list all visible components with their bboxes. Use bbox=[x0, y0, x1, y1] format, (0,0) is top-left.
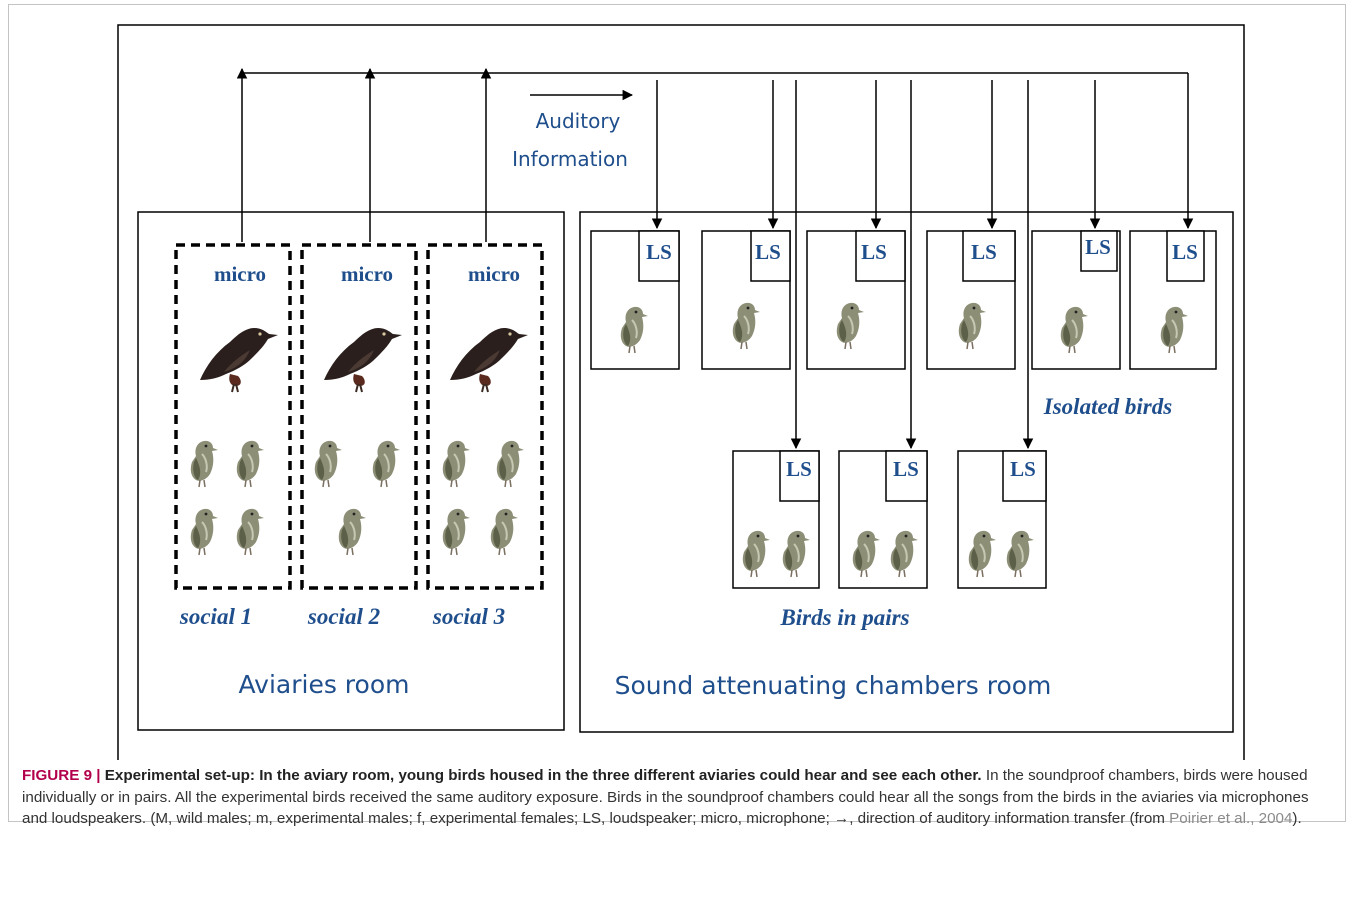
young-starling-icon bbox=[189, 507, 219, 556]
caption-body: In the soundproof chambers, birds were h… bbox=[22, 767, 1309, 827]
figure-number: FIGURE 9 | bbox=[22, 767, 101, 784]
loudspeaker-label: LS bbox=[1010, 457, 1036, 481]
loudspeaker-label: LS bbox=[893, 457, 919, 481]
loudspeaker-box bbox=[1166, 230, 1205, 282]
isolated-birds-label: Isolated birds bbox=[1043, 394, 1172, 419]
aviaries-room bbox=[137, 211, 565, 731]
young-starling-icon bbox=[489, 507, 519, 556]
reference-link[interactable]: Poirier et al., 2004 bbox=[1169, 810, 1293, 827]
young-starling-icon bbox=[313, 439, 343, 488]
aviaries-room-label: Aviaries room bbox=[239, 670, 410, 699]
young-starling-icon bbox=[441, 507, 471, 556]
loudspeaker-box bbox=[638, 230, 680, 282]
caption-title: Experimental set-up: In the aviary room,… bbox=[104, 767, 982, 784]
loudspeaker-label: LS bbox=[861, 240, 887, 264]
social-1-label: social 1 bbox=[179, 604, 252, 629]
micro-label-3: micro bbox=[468, 262, 520, 286]
chambers-room bbox=[579, 211, 1234, 733]
experimental-setup-diagram: Auditory Information micro micro micro s… bbox=[117, 24, 1245, 760]
loudspeaker-box bbox=[855, 230, 906, 282]
young-starling-icon bbox=[441, 439, 471, 488]
micro-label-2: micro bbox=[341, 262, 393, 286]
dark-starling-icon bbox=[323, 327, 403, 393]
young-starling-icon bbox=[371, 439, 401, 488]
aviary-cage-3 bbox=[426, 243, 544, 590]
caption-closing: ). bbox=[1292, 810, 1302, 827]
social-2-label: social 2 bbox=[307, 604, 380, 629]
young-starling-icon bbox=[235, 439, 265, 488]
loudspeaker-box bbox=[962, 230, 1016, 282]
social-3-label: social 3 bbox=[432, 604, 505, 629]
chambers-room-label: Sound attenuating chambers room bbox=[615, 671, 1052, 700]
figure-frame bbox=[8, 4, 1346, 822]
loudspeaker-label: LS bbox=[1172, 240, 1198, 264]
aviary-cage-1 bbox=[174, 243, 292, 590]
loudspeaker-box bbox=[1080, 230, 1118, 272]
dark-starling-icon bbox=[449, 327, 529, 393]
auditory-label-line1: Auditory bbox=[536, 109, 621, 133]
loudspeaker-label: LS bbox=[971, 240, 997, 264]
young-starling-icon bbox=[495, 439, 525, 488]
loudspeaker-box bbox=[779, 450, 820, 502]
loudspeaker-box bbox=[1002, 450, 1047, 502]
loudspeaker-label: LS bbox=[646, 240, 672, 264]
auditory-label-line2: Information bbox=[512, 147, 628, 171]
loudspeaker-label: LS bbox=[1085, 235, 1111, 259]
young-starling-icon bbox=[337, 507, 367, 556]
figure-caption: FIGURE 9 | Experimental set-up: In the a… bbox=[22, 765, 1334, 830]
dark-starling-icon bbox=[199, 327, 279, 393]
birds-in-pairs-label: Birds in pairs bbox=[779, 605, 909, 630]
loudspeaker-label: LS bbox=[755, 240, 781, 264]
young-starling-icon bbox=[189, 439, 219, 488]
loudspeaker-label: LS bbox=[786, 457, 812, 481]
young-starling-icon bbox=[235, 507, 265, 556]
diagram-border bbox=[117, 24, 1245, 760]
loudspeaker-box bbox=[750, 230, 791, 282]
aviary-cage-2 bbox=[300, 243, 418, 590]
micro-label-1: micro bbox=[214, 262, 266, 286]
loudspeaker-box bbox=[885, 450, 928, 502]
